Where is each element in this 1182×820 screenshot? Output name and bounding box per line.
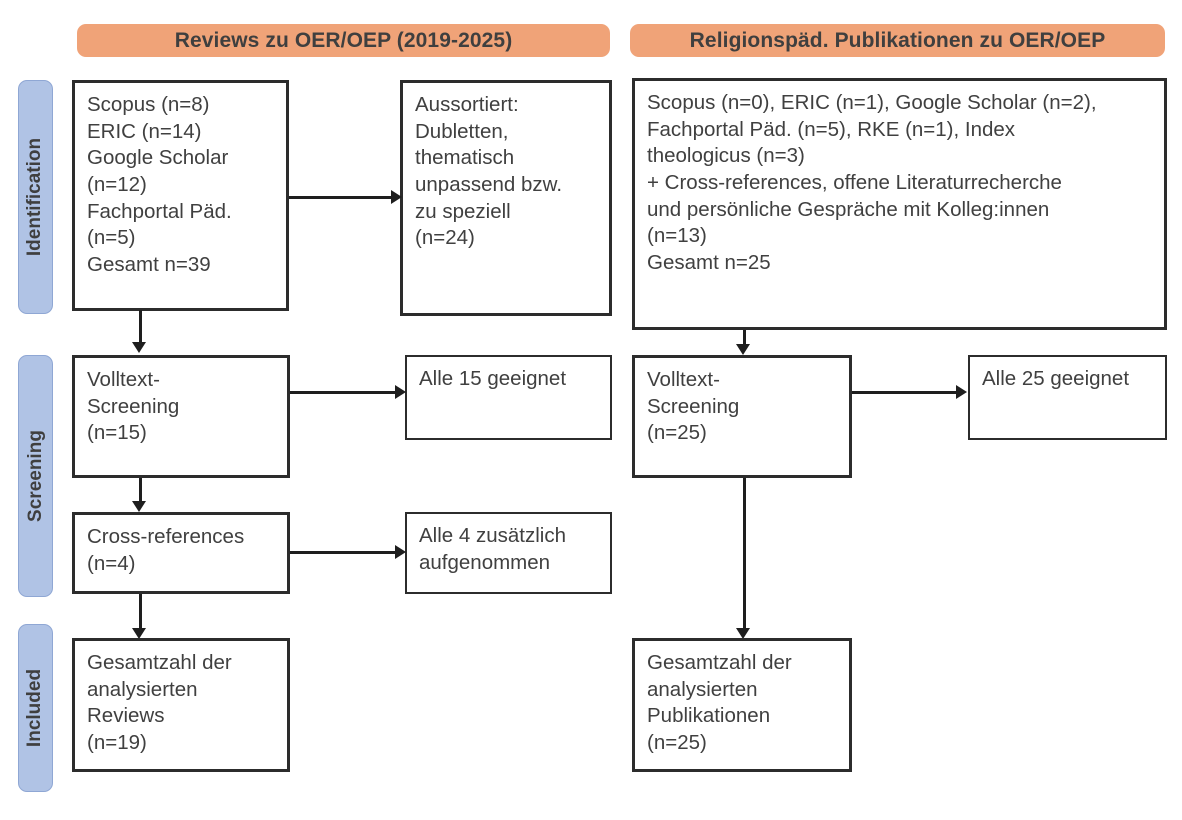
connector-left-crossrefs-to-added [290,551,397,554]
box-line: (n=13) [647,224,707,248]
stage-pill-screening: Screening [18,355,53,597]
stage-label-included: Included [24,668,46,748]
box-line: theologicus (n=3) [647,144,805,168]
box-line: und persönliche Gespräche mit Kolleg:inn… [647,197,1050,221]
box-line: Fachportal Päd. [87,199,232,223]
box-line: Gesamt n=39 [87,252,211,276]
box-line: (n=15) [87,421,147,445]
box-left-crossrefs: Cross-references (n=4) [72,512,290,594]
box-line: (n=12) [87,172,147,196]
column-header-reviews: Reviews zu OER/OEP (2019-2025) [77,24,610,57]
connector-right-fulltext-to-eligible [852,391,958,394]
box-line: Alle 25 geeignet [982,367,1130,390]
box-line: Alle 4 zusätzlich [419,524,566,547]
box-right-fulltext-screening: Volltext- Screening (n=25) [632,355,852,478]
box-left-fulltext-screening: Volltext- Screening (n=15) [72,355,290,478]
connector-left-sources-to-excluded [289,196,393,199]
box-line: Gesamt n=25 [647,250,771,274]
box-line: Alle 15 geeignet [419,367,567,390]
connector-right-fulltext-to-included [743,478,746,632]
box-left-excluded: Aussortiert: Dubletten, thematisch unpas… [400,80,612,316]
box-line: Dubletten, [415,119,509,143]
stage-pill-identification: Identification [18,80,53,314]
box-line: Google Scholar [87,146,229,170]
arrow-left-fulltext-to-crossrefs [132,501,146,512]
arrow-left-sources-to-excluded [391,190,402,204]
box-line: (n=25) [647,730,707,754]
box-left-all-eligible: Alle 15 geeignet [405,355,612,440]
box-line: Screening [87,394,180,418]
box-right-included-total: Gesamtzahl der analysierten Publikatione… [632,638,852,772]
box-line: (n=24) [415,226,475,250]
box-line: analysierten [647,677,758,701]
box-left-crossrefs-added: Alle 4 zusätzlich aufgenommen [405,512,612,594]
arrow-right-fulltext-to-eligible [956,385,967,399]
box-line: unpassend bzw. [415,172,563,196]
stage-label-identification: Identification [24,137,46,257]
stage-label-screening: Screening [24,430,46,522]
box-line: Gesamtzahl der [647,651,792,674]
box-line: zu speziell [415,199,511,223]
box-line: analysierten [87,677,198,701]
connector-left-fulltext-to-crossrefs [139,478,142,505]
arrow-left-sources-to-fulltext [132,342,146,353]
box-line: ERIC (n=14) [87,119,202,143]
arrow-left-crossrefs-to-included [132,628,146,639]
box-left-included-total: Gesamtzahl der analysierten Reviews (n=1… [72,638,290,772]
arrow-left-fulltext-to-eligible [395,385,406,399]
stage-pill-included: Included [18,624,53,792]
box-line: Reviews [87,704,165,728]
arrow-right-sources-to-fulltext [736,344,750,355]
box-line: (n=19) [87,730,147,754]
box-line: (n=4) [87,551,136,575]
box-line: (n=25) [647,421,707,445]
box-line: Scopus (n=0), ERIC (n=1), Google Scholar… [647,91,1097,114]
column-header-religionspaed: Religionspäd. Publikationen zu OER/OEP [630,24,1165,57]
box-line: Cross-references [87,525,245,548]
box-line: Gesamtzahl der [87,651,232,674]
box-line: aufgenommen [419,550,551,574]
connector-left-crossrefs-to-included [139,594,142,632]
connector-left-sources-to-fulltext [139,310,142,344]
box-line: thematisch [415,146,515,170]
arrow-left-crossrefs-to-added [395,545,406,559]
box-line: Volltext- [87,368,160,391]
connector-right-sources-to-fulltext [743,330,746,347]
box-line: Aussortiert: [415,93,519,116]
box-line: Screening [647,394,740,418]
box-left-sources: Scopus (n=8) ERIC (n=14) Google Scholar … [72,80,289,311]
box-line: Volltext- [647,368,720,391]
box-line: + Cross-references, offene Literaturrech… [647,170,1062,194]
arrow-right-fulltext-to-included [736,628,750,639]
box-line: (n=5) [87,226,136,250]
box-right-all-eligible: Alle 25 geeignet [968,355,1167,440]
connector-left-fulltext-to-eligible [290,391,397,394]
box-line: Publikationen [647,704,771,728]
box-right-sources: Scopus (n=0), ERIC (n=1), Google Scholar… [632,78,1167,330]
box-line: Fachportal Päd. (n=5), RKE (n=1), Index [647,117,1016,141]
box-line: Scopus (n=8) [87,93,210,116]
